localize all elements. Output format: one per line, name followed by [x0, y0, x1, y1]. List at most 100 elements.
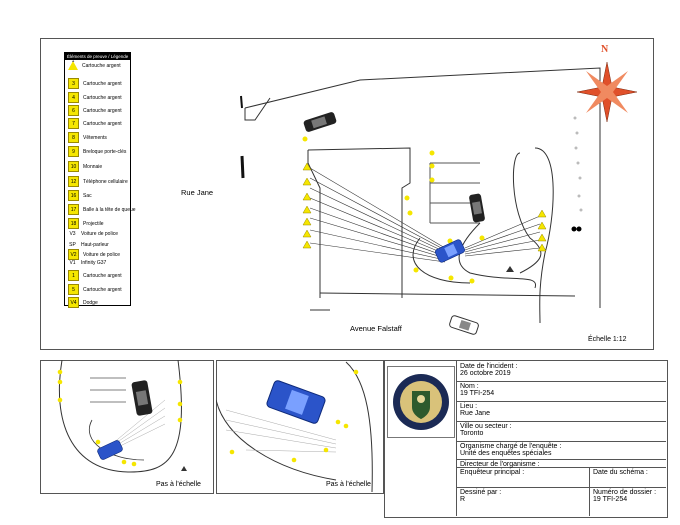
black-marker: [571, 226, 577, 232]
evidence-markers-left: [302, 162, 547, 252]
scene-frame: [40, 38, 654, 350]
legend-text: Cartouche argent: [83, 120, 122, 127]
parking-island: [307, 147, 411, 298]
legend-text: Sac: [83, 192, 92, 199]
legend-item: 5 Cartouche argent: [68, 284, 122, 295]
legend-text: Cartouche argent: [82, 62, 121, 69]
legend-symbol: 9: [68, 146, 79, 157]
legend-text: Cartouche argent: [83, 80, 122, 87]
curb-left: [307, 150, 321, 298]
drawn-by-cell: Dessiné par : R: [457, 488, 589, 516]
legend-item: 4 Cartouche argent: [68, 92, 122, 103]
field-value: Rue Jane: [460, 410, 490, 417]
scale-label: Échelle 1:12: [588, 336, 627, 343]
legend-symbol: 6: [68, 105, 79, 116]
legend-symbol: 3: [68, 78, 79, 89]
evidence-dots: [302, 136, 485, 284]
legend-symbol: 17: [68, 204, 79, 215]
legend-text: Cartouche argent: [83, 94, 122, 101]
legend-symbol: SP: [69, 241, 76, 248]
legend-item: SP Haut-parleur: [68, 240, 109, 249]
legend-item: 10 Monnaie: [68, 161, 102, 172]
legend-item: 12 Téléphone cellulaire: [68, 176, 128, 187]
legend-text: Voiture de police: [83, 251, 120, 258]
street-label-jane: Rue Jane: [181, 188, 214, 197]
inset-left-scale-note: Pas à l'échelle: [156, 481, 201, 488]
marker-dots-grey: [573, 116, 583, 212]
legend-text: Voiture de police: [81, 230, 118, 237]
diagram-date-label: Date du schéma :: [589, 468, 666, 488]
legend-item: 16 Sac: [68, 190, 92, 201]
wall-mark: [240, 155, 245, 179]
vehicle-v4: [449, 315, 479, 335]
drawn-by-value: R: [460, 496, 466, 503]
title-block-field: Directeur de l'organisme :: [457, 460, 666, 468]
drawn-by-label: Dessiné par :: [460, 489, 502, 496]
field-label: Nom :: [460, 383, 479, 390]
legend-text: Balle à la tête de queue: [83, 206, 136, 213]
road-curve-mid: [458, 222, 536, 289]
legend-text: Dodge: [83, 299, 98, 306]
legend-item: 9 Breloque porte-clés: [68, 146, 126, 157]
legend-text: Monnaie: [83, 163, 103, 170]
legend-symbol: 12: [68, 176, 79, 187]
file-number-value: 19 TFI-254: [593, 496, 628, 503]
building-outline: [244, 67, 601, 308]
legend-item: 3 Cartouche argent: [68, 78, 122, 89]
title-block-field: Organisme chargé de l'enquête :Unité des…: [457, 442, 666, 460]
legend-symbol: 16: [68, 190, 79, 201]
legend-symbol: V2: [68, 249, 79, 260]
legend-symbol: 4: [68, 92, 79, 103]
legend-item: 7 Cartouche argent: [68, 118, 122, 129]
title-block-field: Nom :19 TFI-254: [457, 382, 666, 402]
title-block-seal-divider: [456, 360, 457, 516]
field-label: Lieu :: [460, 403, 478, 410]
file-number-cell: Numéro de dossier : 19 TFI-254: [589, 488, 666, 516]
legend-symbol: V4: [68, 297, 79, 308]
inset-right-scale-note: Pas à l'échelle: [326, 481, 371, 488]
legend-text: Cartouche argent: [83, 286, 122, 293]
field-value: Unité des enquêtes spéciales: [460, 450, 552, 457]
legend-symbol: 1: [68, 58, 78, 70]
legend-symbol: 1: [68, 270, 79, 281]
field-label: Directeur de l'organisme :: [460, 461, 540, 468]
legend-symbol: 8: [68, 132, 79, 143]
vehicle-police-blue: [435, 239, 465, 263]
inset-right-drawing: [216, 361, 373, 492]
legend-item: 6 Cartouche argent: [68, 105, 122, 116]
legend-text: Breloque porte-clés: [83, 148, 127, 155]
title-block-field: Date de l'incident :26 octobre 2019: [457, 362, 666, 382]
legend-item: 1 Cartouche argent: [68, 270, 122, 281]
vehicle-v1: [303, 112, 337, 132]
field-value: 19 TFI-254: [460, 390, 495, 397]
legend-text: Téléphone cellulaire: [83, 178, 128, 185]
field-value: Toronto: [460, 430, 484, 437]
field-label: Ville ou secteur :: [460, 423, 512, 430]
street-label-falstaff: Avenue Falstaff: [350, 324, 402, 333]
black-marker-2: [576, 226, 582, 232]
field-value: 26 octobre 2019: [460, 370, 511, 377]
legend-text: Cartouche argent: [83, 272, 122, 279]
vehicle-v3: [469, 193, 485, 223]
legend-text: Infinity G37: [81, 259, 107, 266]
legend-symbol: 7: [68, 118, 79, 129]
legend-text: Cartouche argent: [83, 107, 122, 114]
legend-item: 1 Cartouche argent: [68, 58, 121, 70]
legend-symbol: 18: [68, 218, 79, 229]
file-number-label: Numéro de dossier :: [593, 489, 657, 496]
title-block-field: Lieu :Rue Jane: [457, 402, 666, 422]
siu-seal: [387, 366, 455, 438]
legend-item: V2 Voiture de police: [68, 249, 120, 260]
legend-symbol: 5: [68, 284, 79, 295]
legend-text: Haut-parleur: [81, 241, 109, 248]
road-curve-right: [513, 152, 542, 274]
wall-mark-2: [240, 95, 243, 109]
compass-rose: [576, 61, 638, 123]
legend-symbol: 10: [68, 161, 79, 172]
building-step: [244, 97, 271, 121]
